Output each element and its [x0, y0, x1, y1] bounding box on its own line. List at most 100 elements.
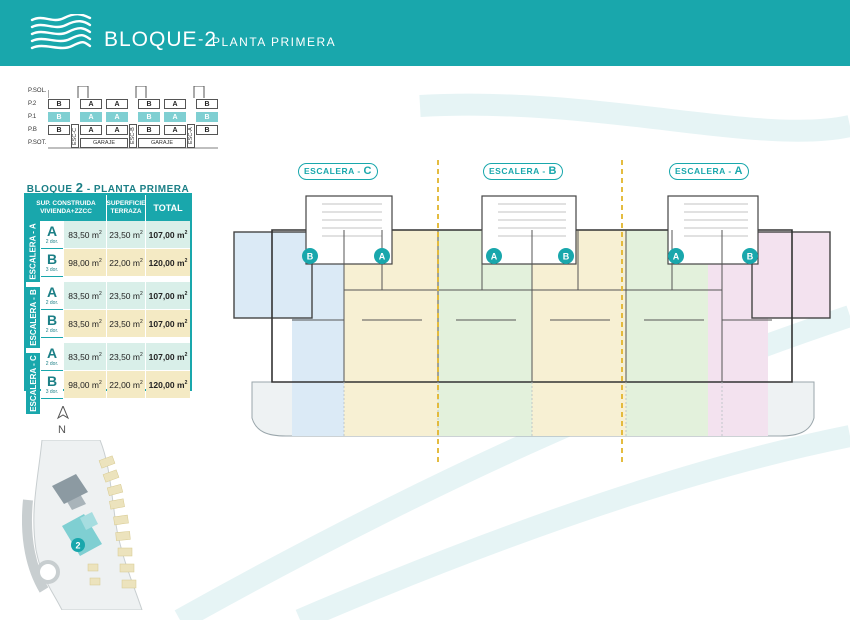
unit-rooms: 2 dor.	[45, 361, 59, 367]
section-cell: B	[48, 125, 70, 135]
unit-superscript: 2	[184, 230, 188, 237]
section-cell: A	[80, 125, 102, 135]
stair-prefix: ESCALERA -	[304, 166, 361, 176]
section-cell: A	[106, 125, 128, 135]
unit-superscript: 2	[139, 352, 143, 359]
surface-value-terrace: 23,50 m2	[107, 221, 145, 249]
surface-value-built: 98,00 m2	[64, 371, 106, 399]
surface-value-text: 23,50 m	[109, 352, 140, 362]
unit-rooms: 2 dor.	[45, 328, 59, 334]
surface-value-terrace: 23,50 m2	[107, 310, 145, 338]
surface-value-built: 83,50 m2	[64, 221, 106, 249]
unit-superscript: 2	[98, 258, 102, 265]
surface-table: SUP. CONSTRUIDA VIVIENDA+ZZCC SUPERFICIE…	[24, 193, 192, 414]
section-cell: A	[80, 99, 102, 109]
unit-type-letter: B	[46, 312, 58, 328]
col-header-terrace-sub: TERRAZA	[110, 208, 142, 215]
stair-prefix: ESCALERA -	[489, 166, 546, 176]
section-cell-current: B	[48, 112, 70, 122]
stair-letter: A	[734, 165, 743, 177]
unit-superscript: 2	[184, 352, 188, 359]
col-header-total: TOTAL	[146, 195, 190, 221]
page-subtitle: PLANTA PRIMERA	[212, 35, 337, 49]
section-cell-current: A	[164, 112, 186, 122]
unit-superscript: 2	[184, 291, 188, 298]
unit-superscript: 2	[98, 291, 102, 298]
level-label: P.1	[28, 114, 37, 120]
unit-superscript: 2	[139, 291, 143, 298]
surface-value-text: 98,00 m	[68, 380, 99, 390]
unit-rooms: 2 dor.	[45, 239, 59, 245]
unit-badge-a: A	[379, 252, 386, 262]
north-arrow-icon	[56, 406, 70, 420]
level-label: P.B	[28, 127, 37, 133]
section-cell-current: B	[196, 112, 218, 122]
title-separator: -	[198, 31, 204, 48]
unit-type-letter: B	[46, 373, 58, 389]
unit-type-letter: A	[46, 345, 58, 361]
surface-value-text: 22,00 m	[109, 380, 140, 390]
unit-superscript: 2	[98, 319, 102, 326]
table-title: BLOQUE 2 - PLANTA PRIMERA	[24, 180, 192, 195]
surface-value-text: 83,50 m	[68, 352, 99, 362]
col-header-terrace: SUPERFICIE TERRAZA	[107, 195, 146, 221]
surface-value-total: 107,00 m2	[146, 221, 190, 249]
escalera-group-text: ESCALERA - B	[28, 289, 38, 346]
surface-value-total: 120,00 m2	[146, 249, 190, 277]
surface-value-terrace: 22,00 m2	[107, 249, 145, 277]
surface-value-text: 107,00 m	[148, 230, 185, 240]
brand-logo	[30, 14, 92, 50]
unit-superscript: 2	[98, 230, 102, 237]
header-banner: BLOQUE 2 - PLANTA PRIMERA	[0, 0, 850, 66]
surface-value-text: 107,00 m	[148, 352, 185, 362]
unit-superscript: 2	[184, 380, 188, 387]
stair-label-b: ESCALERA - B	[483, 163, 563, 180]
surface-value-text: 83,50 m	[68, 230, 99, 240]
stair-label-c: ESCALERA - C	[298, 163, 378, 180]
surface-value-text: 120,00 m	[148, 380, 185, 390]
stair-letter: C	[363, 165, 372, 177]
section-cell: B	[138, 125, 160, 135]
unit-badge-a: A	[673, 252, 680, 262]
surface-value-terrace: 23,50 m2	[107, 282, 145, 310]
escalera-group-label: ESCALERA - B	[26, 287, 40, 348]
table-title-prefix: BLOQUE	[26, 184, 73, 195]
surface-value-text: 107,00 m	[148, 291, 185, 301]
unit-badge-b: B	[747, 252, 754, 262]
unit-superscript: 2	[139, 319, 143, 326]
unit-superscript: 2	[139, 230, 143, 237]
stair-prefix: ESCALERA -	[675, 166, 732, 176]
surface-value-total: 107,00 m2	[146, 343, 190, 371]
section-cell-current: A	[80, 112, 102, 122]
floor-plan: B A A B A B	[233, 160, 831, 465]
surface-value-total: 107,00 m2	[146, 282, 190, 310]
surface-value-text: 98,00 m	[68, 258, 99, 268]
escalera-group-label: ESCALERA - A	[26, 221, 40, 282]
surface-value-built: 83,50 m2	[64, 310, 106, 338]
section-outline	[48, 86, 218, 149]
surface-value-terrace: 23,50 m2	[107, 343, 145, 371]
unit-badge-b: B	[563, 252, 570, 262]
surface-value-text: 23,50 m	[109, 291, 140, 301]
level-label: P.SOL.	[28, 88, 47, 94]
surface-value-built: 98,00 m2	[64, 249, 106, 277]
unit-superscript: 2	[98, 380, 102, 387]
section-cell-current: B	[138, 112, 160, 122]
section-cell: A	[164, 99, 186, 109]
surface-value-text: 120,00 m	[148, 258, 185, 268]
surface-value-text: 107,00 m	[148, 319, 185, 329]
level-label: P.SOT.	[28, 140, 47, 146]
unit-rooms: 3 dor.	[45, 267, 59, 273]
col-header-built-label: SUP. CONSTRUIDA	[36, 200, 96, 207]
section-cell-current: A	[106, 112, 128, 122]
section-cell: B	[48, 99, 70, 109]
unit-type-letter: B	[46, 251, 58, 267]
section-cell: A	[164, 125, 186, 135]
surface-value-text: 23,50 m	[109, 319, 140, 329]
table-title-suffix: - PLANTA PRIMERA	[86, 184, 190, 195]
